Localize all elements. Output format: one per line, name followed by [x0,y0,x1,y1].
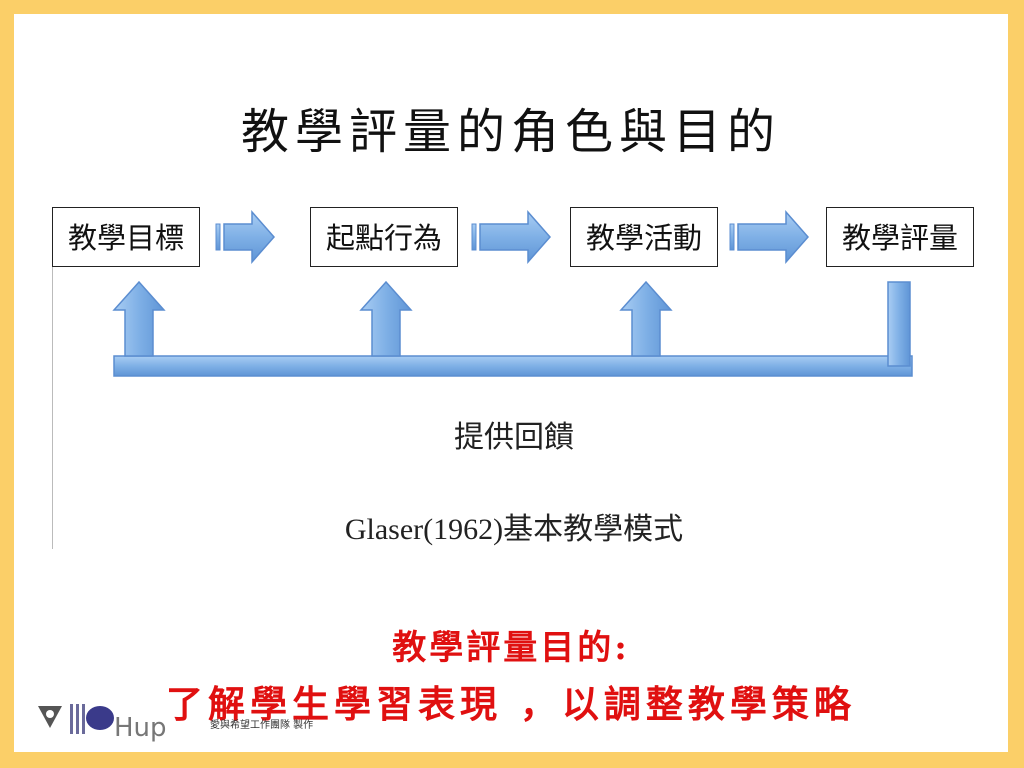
step-box-teaching-objective: 教學目標 [52,207,200,267]
logo-text: Hup [114,713,167,743]
step-box-entry-behavior: 起點行為 [310,207,458,267]
up-arrow-icon [619,280,673,357]
model-caption: Glaser(1962)基本教學模式 [344,513,684,546]
up-arrow-icon [359,280,413,357]
purpose-text: 了解學生學習表現 ，以調整教學策略 [166,682,856,726]
slide: 教學評量的角色與目的 教學目標 起點行為 教學活動 教學評量 [14,14,1008,752]
step-box-teaching-assessment: 教學評量 [826,207,974,267]
purpose-heading: 教學評量目的: [392,628,630,668]
right-arrow-icon [471,210,551,264]
right-arrow-icon [215,210,275,264]
slide-title: 教學評量的角色與目的 [240,104,781,160]
left-divider-line [52,267,53,549]
up-arrow-icon [112,280,166,357]
feedback-label: 提供回饋 [454,421,574,454]
footer-credit: 愛與希望工作團隊 製作 [210,720,314,731]
assessment-feedback-stem [887,281,911,367]
feedback-bar [113,355,913,377]
team-logo-icon: Hup [38,704,167,743]
step-box-teaching-activity: 教學活動 [570,207,718,267]
right-arrow-icon [729,210,809,264]
flow-diagram-arrows [112,210,913,377]
